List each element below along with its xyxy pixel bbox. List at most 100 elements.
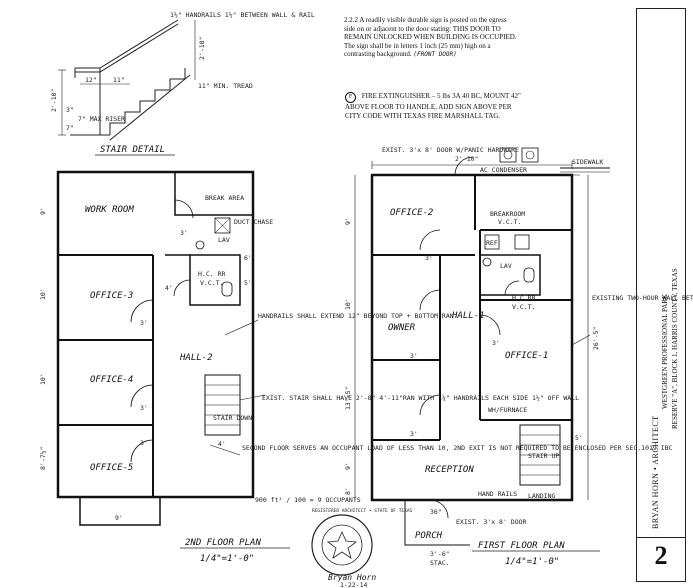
room-office-5: OFFICE-5: [90, 463, 133, 473]
note-fire-text: FIRE EXTINGUISHER – 5 lbs 3A 40 BC, MOUN…: [345, 92, 521, 120]
entry-door-top: [454, 156, 474, 176]
dim-1st-left-13: 13'-5": [344, 387, 352, 410]
office-4-door: [130, 384, 154, 408]
refrigerator: [484, 234, 500, 250]
title-block-project: WESTGREEN PROFESSIONAL PARK: [661, 294, 669, 409]
dim-1st-door-3c: 3': [492, 339, 500, 347]
dim-1st-5: 5': [575, 434, 583, 442]
fire-marker: F: [345, 92, 356, 103]
room-office-4: OFFICE-4: [90, 375, 133, 385]
dim-2nd-top-9: 9': [39, 207, 47, 215]
stair-dim-right: 2'-10": [198, 37, 206, 60]
dim-1st-door-3d: 3': [410, 430, 418, 438]
room-office-3: OFFICE-3: [90, 291, 133, 301]
dim-2nd-stair-4: 4': [218, 440, 226, 448]
title-block-location: RESERVE "A", BLOCK 1, HARRIS COUNTY, TEX…: [671, 268, 679, 429]
dim-2nd-side-3: 3': [180, 229, 188, 237]
stair-tread-note: 11" MIN. TREAD: [198, 82, 253, 90]
note-porch-dim: 3'-6": [430, 550, 450, 558]
dim-2nd-door-3a: 3': [140, 319, 148, 327]
first-floor-top-dim: 2'-10": [455, 155, 478, 163]
room-hc-rr-1st-floor: V.C.T.: [512, 303, 535, 311]
dim-2nd-door-3b: 3': [140, 404, 148, 412]
room-breakroom-floor: V.C.T.: [498, 218, 521, 226]
room-office-1: OFFICE-1: [505, 351, 548, 361]
first-floor-title: FIRST FLOOR PLAN: [478, 541, 565, 551]
first-floor-outer-wall: [370, 173, 574, 502]
second-floor-outer-wall: [56, 170, 255, 499]
second-floor-core: [174, 172, 253, 216]
note-hand-rails: HAND RAILS: [478, 490, 517, 498]
room-hc-rr-2nd-floor: V.C.T.: [200, 279, 223, 287]
room-hall-2: HALL-2: [179, 353, 213, 363]
dim-1st-door-3b: 3': [410, 352, 418, 360]
second-floor-title: 2ND FLOOR PLAN: [185, 538, 261, 548]
stair-steps: [109, 68, 186, 135]
fire-extinguisher-2nd: [195, 240, 205, 250]
room-sidewalk: SIDEWALK: [572, 158, 603, 166]
dim-2nd-left-10: 10': [39, 288, 47, 300]
room-ac-condenser: AC CONDENSER: [480, 166, 527, 174]
first-floor-plan: [354, 147, 610, 546]
dim-2nd-left-10b: 10': [39, 373, 47, 385]
note-porch-sub: STAC.: [430, 559, 450, 567]
room-hc-rr-2nd: H.C. RR: [198, 270, 225, 278]
toilet-2nd: [221, 281, 233, 297]
note-fire-extinguisher: F FIRE EXTINGUISHER – 5 lbs 3A 40 BC, MO…: [345, 92, 525, 120]
dim-1st-door-36: 36": [430, 508, 442, 516]
room-stair-up: STAIR UP: [528, 452, 559, 460]
note-2-2-hand: (FRONT DOOR): [413, 51, 457, 58]
room-reception: RECEPTION: [425, 465, 474, 475]
ac-condenser-2: [521, 147, 539, 163]
dim-2nd-side-5: 5': [244, 279, 252, 287]
seal-ring-text: REGISTERED ARCHITECT • STATE OF TEXAS: [312, 508, 413, 514]
stair-stringer: [109, 74, 191, 141]
seal-signature: Bryan Horn: [328, 573, 376, 582]
office-1-door: [479, 314, 501, 336]
first-floor-restroom: [479, 254, 541, 296]
note-2-2-text: 2.2.2 A readily visible durable sign is …: [344, 16, 517, 58]
porch-outline: [404, 500, 470, 546]
note-area-calc: 900 ft² / 100 = 9 OCCUPANTS: [255, 496, 361, 504]
dim-2nd-left-8: 8'-7½": [39, 447, 47, 470]
architect-seal: [311, 514, 373, 576]
stair-handrail-line: [75, 19, 179, 69]
stair-handrail-line-2: [75, 23, 179, 73]
note-handrails: HANDRAILS SHALL EXTEND 12" BEYOND TOP + …: [258, 312, 454, 320]
first-floor-scale: 1/4"=1'-0": [505, 557, 559, 567]
reception-door: [419, 394, 441, 416]
stair-dim-left: 2'-10": [50, 89, 58, 112]
note-exist-door-top: EXIST. 3'x 8' DOOR W/PANIC HARDWARE: [382, 146, 519, 154]
dim-2nd-door-3c: 3': [140, 439, 148, 447]
second-floor-bottom-bump: [79, 497, 161, 526]
dim-1st-left-8: 8': [344, 487, 352, 495]
note-existing-wall: EXISTING TWO-HOUR WALL BETWEEN TENANTS, …: [592, 294, 693, 302]
stair-dim-3: 3": [66, 106, 74, 114]
stair-detail-title: STAIR DETAIL: [100, 145, 165, 155]
owner-door: [419, 289, 441, 311]
office-2-door: [419, 229, 441, 251]
dim-2nd-side-6: 6': [244, 254, 252, 262]
room-office-2: OFFICE-2: [390, 208, 433, 218]
room-landing: LANDING: [528, 492, 555, 500]
note-2-2: 2.2.2 A readily visible durable sign is …: [344, 16, 519, 60]
restroom-door: [173, 279, 191, 297]
room-breakroom: BREAKROOM: [490, 210, 525, 218]
ac-condenser-1: [499, 147, 517, 163]
note-occupant-load: SECOND FLOOR SERVES AN OCCUPANT LOAD OF …: [242, 444, 673, 452]
room-work-room: WORK ROOM: [85, 205, 134, 215]
room-owner: OWNER: [388, 323, 416, 333]
room-lav-2nd: LAV: [218, 236, 230, 244]
dim-1st-right-26: 26'-5": [592, 327, 600, 350]
stair-dim-11: 11": [113, 76, 125, 84]
front-door: [429, 499, 449, 519]
sink-1st: [514, 234, 530, 250]
stair-detail: [58, 19, 196, 141]
dim-2nd-bottom-9: 9': [115, 514, 123, 522]
toilet-1st: [523, 267, 535, 283]
room-stair-down: STAIR DOWN: [213, 414, 252, 422]
dim-1st-door-3a: 3': [425, 254, 433, 262]
room-lav-1st: LAV: [500, 262, 512, 270]
note-existing-stair: EXIST. STAIR SHALL HAVE 2'-8" 4'-11"RAN …: [262, 394, 579, 402]
second-floor-scale: 1/4"=1'-0": [200, 554, 254, 564]
